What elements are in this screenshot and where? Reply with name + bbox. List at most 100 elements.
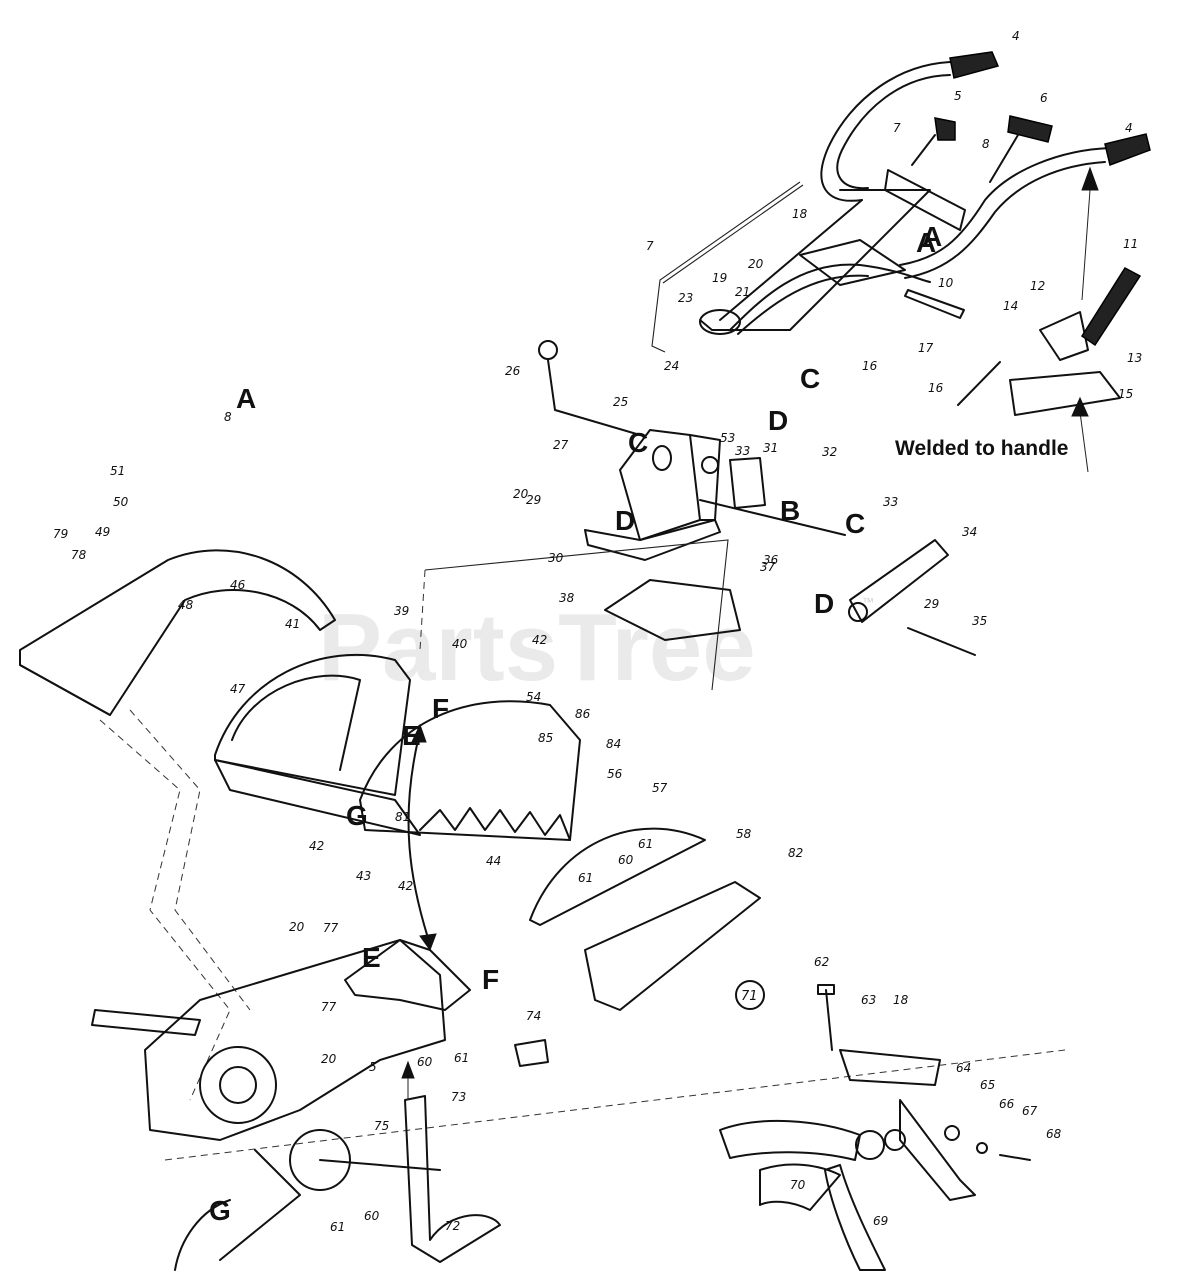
- part-number-callout: 5: [954, 89, 962, 103]
- hood-shields: [19, 549, 1066, 1161]
- part-number-callout: 7: [646, 239, 654, 253]
- part-number-callout: 33: [735, 444, 750, 458]
- letter-callout-c: C: [845, 508, 865, 539]
- part-number-callout: 27: [553, 438, 569, 452]
- part-number-callout: 29: [526, 493, 541, 507]
- letter-callout-d: D: [615, 505, 635, 536]
- part-number-callout: 78: [71, 548, 87, 562]
- part-number-callout: 35: [972, 614, 987, 628]
- knob-5-icon: [934, 117, 956, 141]
- part-number-callout: 67: [1022, 1104, 1038, 1118]
- part-number-callout: 63: [861, 993, 876, 1007]
- part-number-callout: 47: [230, 682, 246, 696]
- part-number-callout: 68: [1046, 1127, 1062, 1141]
- part-number-callout: 44: [486, 854, 501, 868]
- part-number-callout: 40: [452, 637, 468, 651]
- part-number-callout: 15: [1118, 387, 1133, 401]
- part-number-callout: 23: [678, 291, 693, 305]
- part-number-callout: 34: [962, 525, 977, 539]
- tine-assembly: 71: [719, 980, 1031, 1271]
- part-number-callout: 70: [790, 1178, 806, 1192]
- part-number-callout: 58: [736, 827, 752, 841]
- part-number-callout: 57: [652, 781, 668, 795]
- lever-11-icon: [1080, 267, 1142, 347]
- letter-callout-e: E: [402, 720, 421, 751]
- part-number-callout: 20: [321, 1052, 337, 1066]
- part-number-callout: 74: [526, 1009, 541, 1023]
- handle-assembly: [651, 51, 1151, 473]
- part-number-callout: 86: [575, 707, 591, 721]
- part-number-callout: 62: [814, 955, 829, 969]
- part-number-callout: 64: [956, 1061, 971, 1075]
- part-number-callout: 69: [873, 1214, 888, 1228]
- part-number-callout: 53: [720, 431, 735, 445]
- part-number-callout: 5: [369, 1060, 377, 1074]
- letter-callout-b: B: [780, 495, 800, 526]
- part-number-callout: 14: [1003, 299, 1018, 313]
- part-number-callout: 4: [1012, 29, 1020, 43]
- depth-bracket: [424, 340, 976, 691]
- part-number-callout: 48: [178, 598, 194, 612]
- part-number-callout: 8: [982, 137, 990, 151]
- letter-callout-a: A: [916, 227, 936, 258]
- part-number-callout: 10: [938, 276, 954, 290]
- part-number-callout: 21: [735, 285, 750, 299]
- watermark-trademark: ™: [862, 595, 874, 609]
- part-number-callout: 13: [1127, 351, 1142, 365]
- part-number-callout: 42: [532, 633, 547, 647]
- t-handle-6-icon: [1007, 115, 1053, 143]
- letter-callout-e: E: [362, 942, 381, 973]
- part-number-callout: 60: [618, 853, 634, 867]
- part-number-callout: 75: [374, 1119, 389, 1133]
- part-number-callout: 49: [95, 525, 110, 539]
- part-number-callout: 60: [364, 1209, 380, 1223]
- letter-callout-c: C: [628, 427, 648, 458]
- part-number-callout: 20: [513, 487, 529, 501]
- watermark: PartsTree: [318, 594, 756, 701]
- part-number-callout: 8: [224, 410, 232, 424]
- part-number-callout: 66: [999, 1097, 1015, 1111]
- part-number-callout: 61: [638, 837, 653, 851]
- part-number-callout: 17: [918, 341, 934, 355]
- letter-callout-d: D: [814, 588, 834, 619]
- part-number-callout: 61: [454, 1051, 469, 1065]
- part-number-callout: 29: [924, 597, 939, 611]
- right-grip-icon: [1104, 133, 1151, 167]
- part-number-callout: 81: [395, 810, 410, 824]
- part-number-callout: 26: [505, 364, 521, 378]
- part-number-callout: 79: [53, 527, 68, 541]
- part-number-callout: 65: [980, 1078, 995, 1092]
- part-number-callout: 73: [451, 1090, 466, 1104]
- letter-callout-f: F: [482, 964, 499, 995]
- part-number-callout: 18: [893, 993, 909, 1007]
- part-number-callout: 36: [763, 553, 779, 567]
- part-number-callout: 72: [445, 1219, 460, 1233]
- welded-to-handle-note: Welded to handle: [895, 437, 1068, 460]
- letter-callout-f: F: [432, 693, 449, 724]
- part-number-callout: 12: [1030, 279, 1045, 293]
- part-number-callout: 56: [607, 767, 623, 781]
- part-number-callout: 84: [606, 737, 621, 751]
- part-number-callout: 82: [788, 846, 803, 860]
- part-number-callout: 61: [578, 871, 593, 885]
- left-grip-icon: [949, 51, 1000, 79]
- part-number-callout: 20: [289, 920, 305, 934]
- part-number-callout: 16: [862, 359, 878, 373]
- part-number-callout: 16: [928, 381, 944, 395]
- part-number-callout: 11: [1123, 237, 1138, 251]
- letter-callout-g: G: [346, 800, 368, 831]
- part-number-callout: 50: [113, 495, 129, 509]
- part-number-callout: 39: [394, 604, 409, 618]
- part-number-callout: 85: [538, 731, 553, 745]
- circled-label-71: 71: [741, 989, 758, 1004]
- part-number-callout: 38: [559, 591, 575, 605]
- part-number-callout: 18: [792, 207, 808, 221]
- part-number-callout: 46: [230, 578, 246, 592]
- letter-callout-c: C: [800, 363, 820, 394]
- part-number-callout: 61: [330, 1220, 345, 1234]
- part-number-callout: 33: [883, 495, 898, 509]
- part-number-callout: 41: [285, 617, 300, 631]
